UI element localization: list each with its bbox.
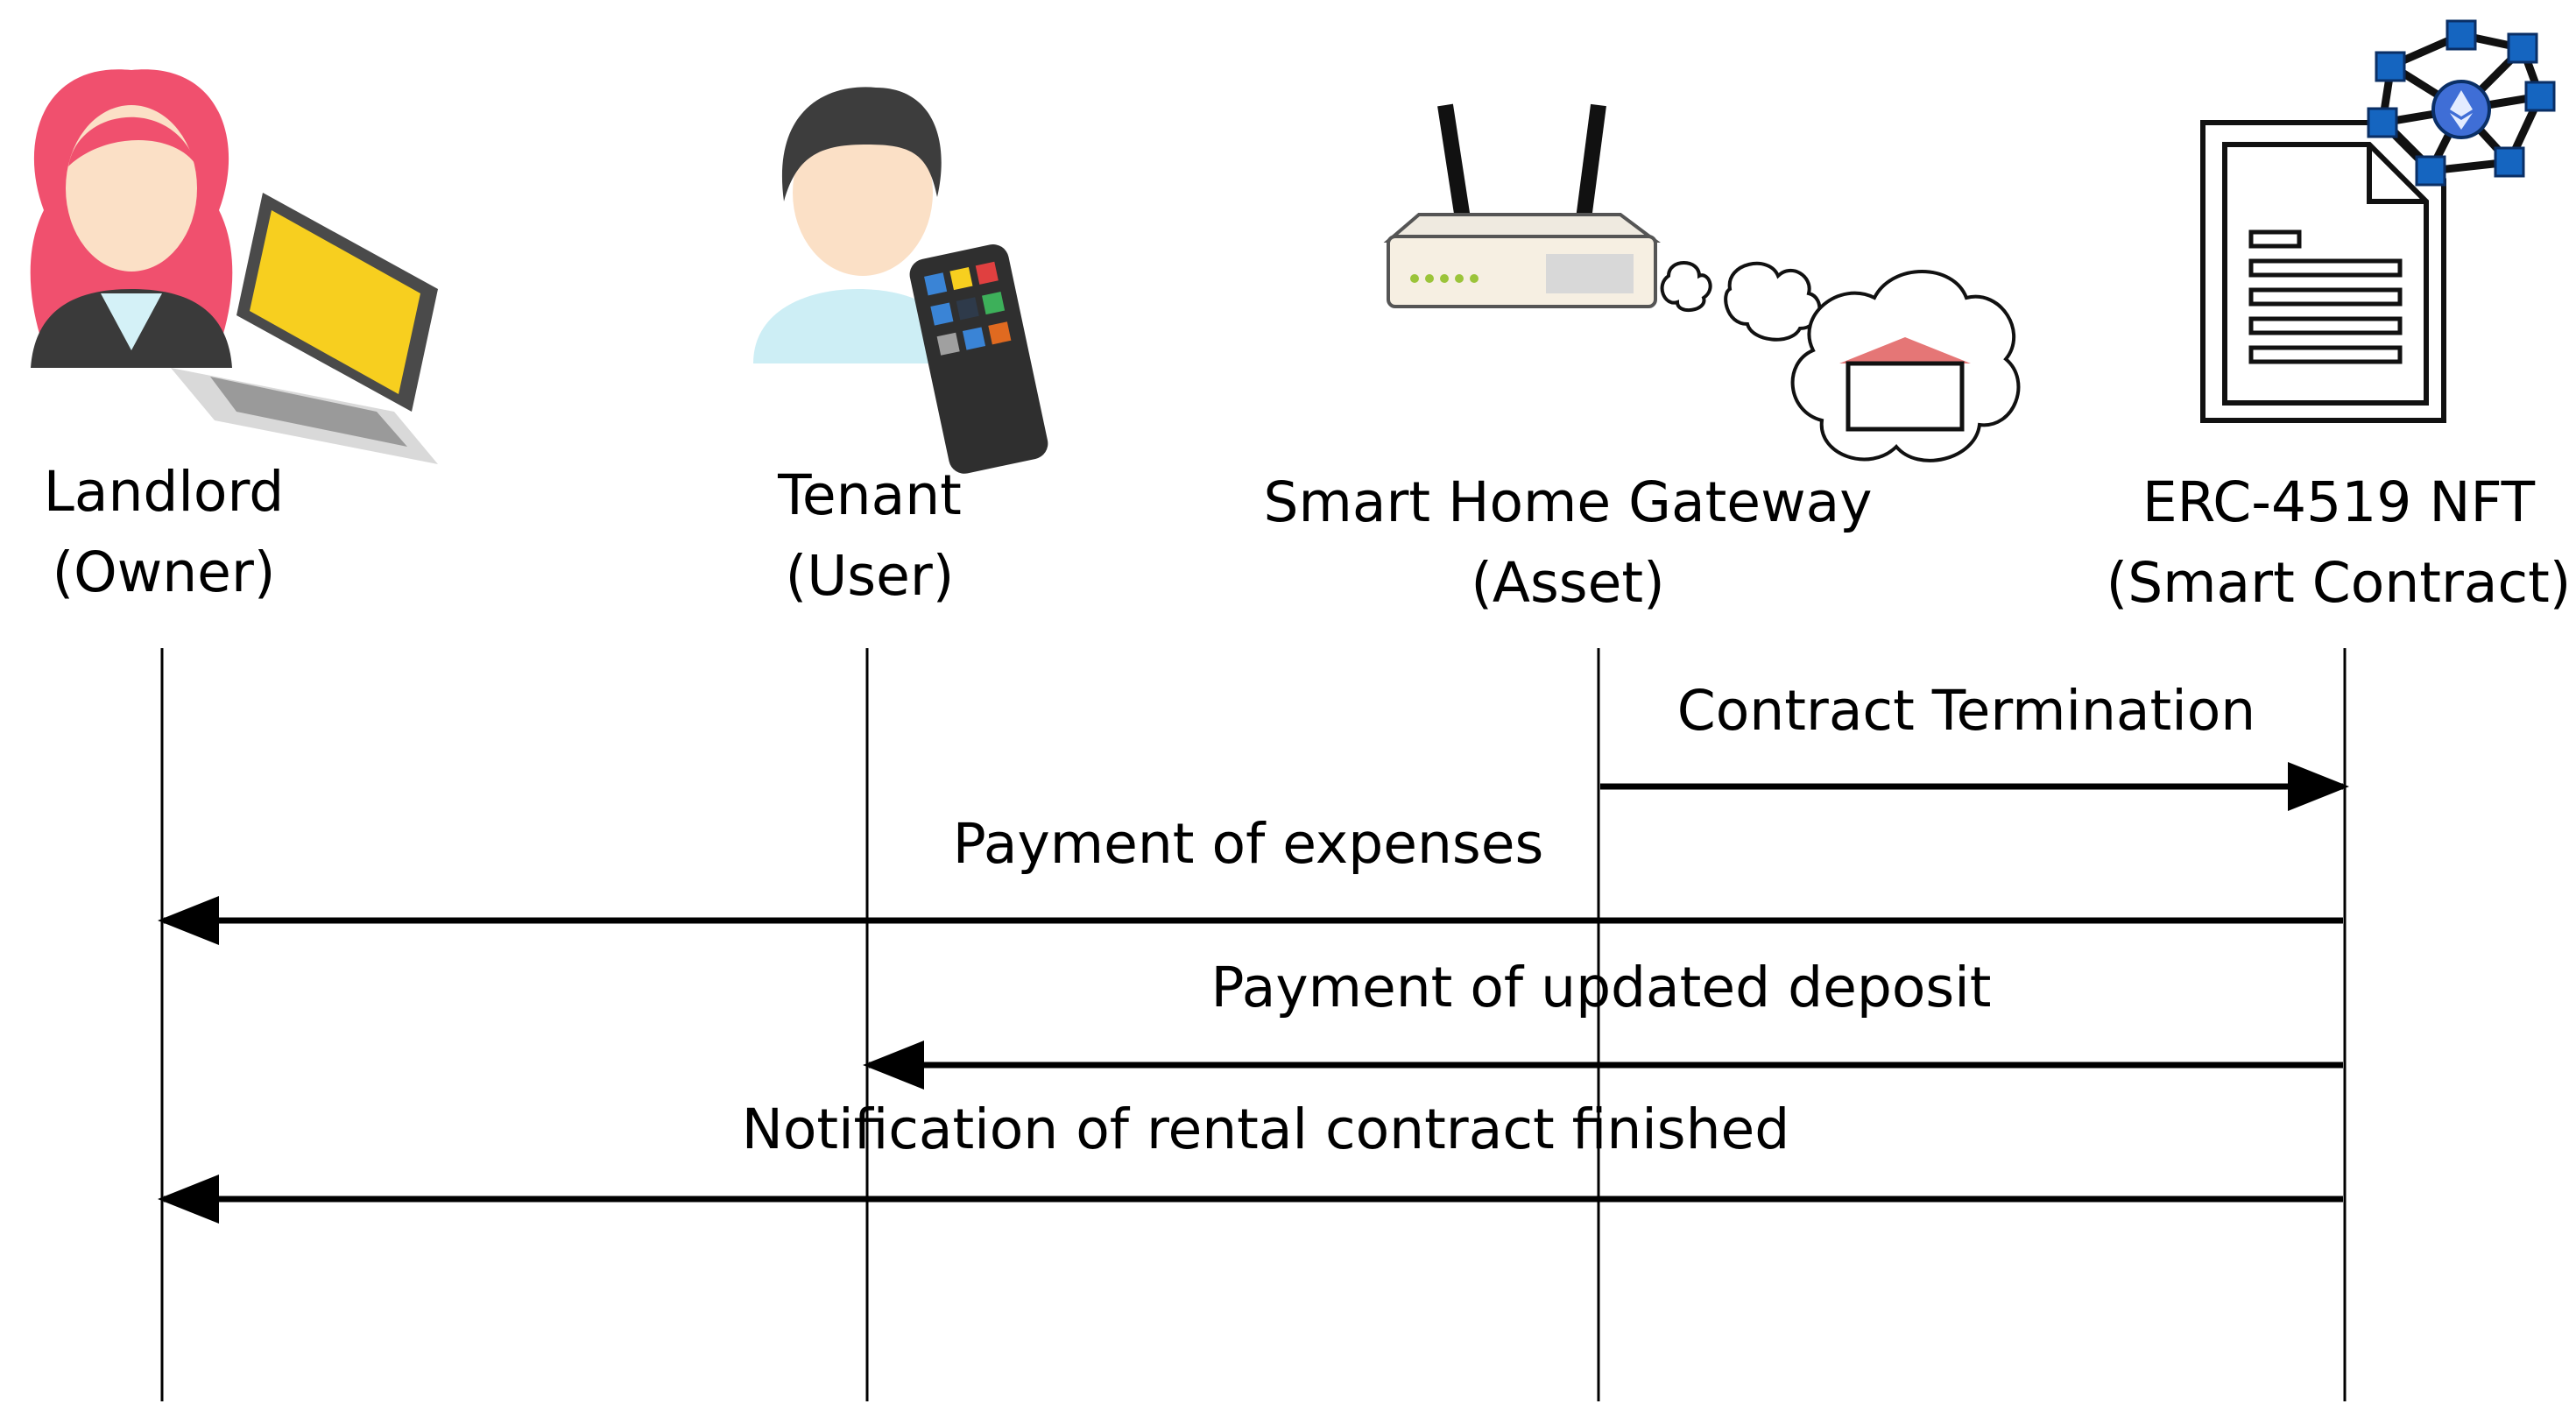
actor-label-landlord-line1: Landlord bbox=[43, 460, 285, 524]
message-label-payment-expenses: Payment of expenses bbox=[952, 812, 1544, 876]
actor-label-nft-line1: ERC-4519 NFT bbox=[2142, 470, 2536, 534]
actor-label-nft-line2: (Smart Contract) bbox=[2106, 551, 2572, 615]
message-label-contract-termination: Contract Termination bbox=[1676, 679, 2256, 743]
actor-label-gateway-line2: (Asset) bbox=[1471, 551, 1665, 615]
actor-label-tenant: Tenant (User) bbox=[778, 455, 962, 617]
man-with-tablet-icon bbox=[753, 87, 1048, 474]
actor-label-landlord-line2: (Owner) bbox=[52, 540, 276, 604]
document-with-ethereum-network-icon bbox=[2200, 19, 2556, 423]
message-label-payment-deposit: Payment of updated deposit bbox=[1210, 956, 1992, 1019]
actor-label-tenant-line2: (User) bbox=[785, 544, 955, 608]
actor-label-tenant-line1: Tenant bbox=[778, 463, 962, 527]
router-with-smart-home-cloud-icon bbox=[1383, 103, 2021, 462]
actor-label-nft: ERC-4519 NFT (Smart Contract) bbox=[2107, 462, 2572, 624]
actor-label-gateway: Smart Home Gateway (Asset) bbox=[1264, 462, 1873, 624]
actor-label-gateway-line1: Smart Home Gateway bbox=[1263, 470, 1873, 534]
actor-label-landlord: Landlord (Owner) bbox=[44, 452, 284, 613]
woman-with-laptop-icon bbox=[30, 69, 438, 464]
message-label-notification: Notification of rental contract finished bbox=[741, 1097, 1790, 1161]
